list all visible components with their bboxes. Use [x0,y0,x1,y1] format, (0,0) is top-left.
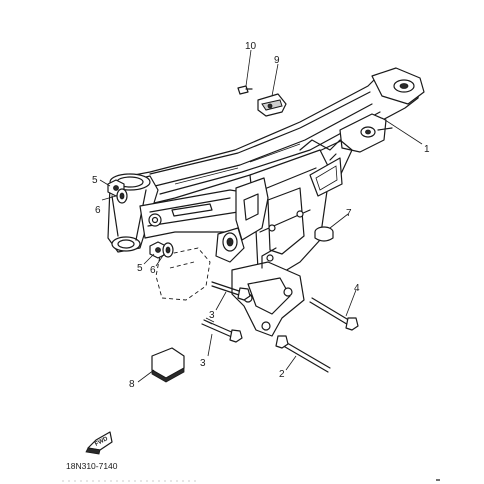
callout-7: 7 [346,208,352,219]
callout-labels: 1 2 3 3 4 5 5 6 6 7 8 9 10 [92,41,430,390]
callout-4: 4 [354,283,360,294]
callout-3-lower: 3 [200,358,206,369]
part-9-rubber-mount [257,93,287,117]
callout-10: 10 [245,41,257,52]
callout-5-upper: 5 [92,175,98,186]
part-3-upper-bolt [211,281,251,301]
part-10-screw [237,85,253,95]
lower-cradle-bracket [231,247,305,337]
callout-8: 8 [129,379,135,390]
callout-3-upper: 3 [209,310,215,321]
part-4-long-bolt [309,297,359,331]
callout-9: 9 [274,55,280,66]
fwd-direction-arrow: FWD [85,431,113,455]
part-8-pad [151,347,185,383]
dashed-guard-outline [155,247,211,301]
part-3-lower-bolt [201,317,243,343]
scan-noise [62,479,440,482]
leader-lines [99,49,423,383]
callout-5-lower: 5 [137,263,143,274]
callout-1: 1 [424,144,430,155]
callout-6-lower: 6 [150,265,156,276]
callout-2: 2 [279,369,285,380]
part-5-6-upper-nut-washer [107,179,128,204]
part-2-long-bolt [275,335,331,373]
frame-backbone [117,67,425,205]
callout-6-upper: 6 [95,205,101,216]
part-5-6-lower-nut-washer [149,241,174,259]
part-7-cap [314,226,334,242]
center-rubber-block [215,227,245,263]
center-frame-plates [235,139,353,281]
drawing-code: 18N310-7140 [66,461,118,471]
